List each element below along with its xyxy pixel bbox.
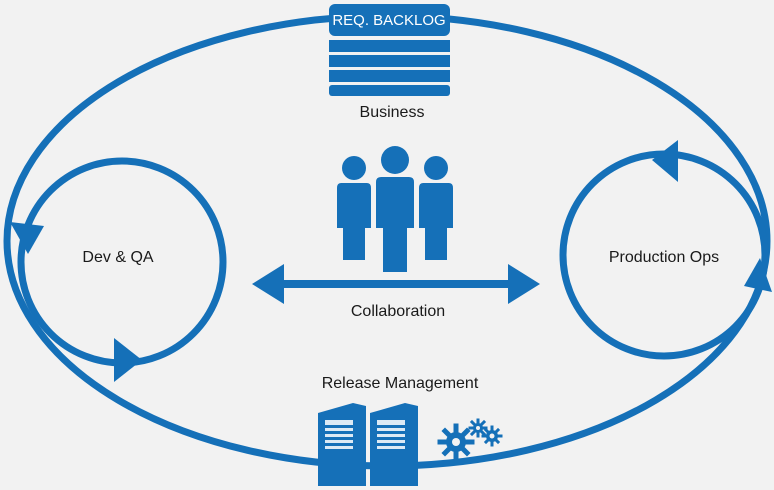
gears-icon [437, 418, 503, 461]
release-management-label: Release Management [322, 375, 479, 392]
collaboration-label: Collaboration [351, 303, 445, 320]
people-group-icon [337, 146, 453, 272]
right-cycle-arrowhead-top [652, 140, 678, 182]
server-icon [318, 403, 366, 486]
server-icon [370, 403, 418, 486]
left-cycle-arrowhead-top [10, 222, 44, 254]
business-label: Business [360, 104, 425, 121]
right-cycle [559, 140, 772, 360]
right-cycle-arrowhead-bottom [744, 258, 772, 292]
left-cycle [10, 157, 227, 382]
left-cycle-arrowhead-bottom [114, 338, 142, 382]
double-arrow-icon [252, 264, 540, 304]
production-ops-label: Production Ops [609, 249, 719, 266]
dev-qa-label: Dev & QA [82, 249, 153, 266]
backlog-stack-icon [329, 4, 450, 96]
backlog-header: REQ. BACKLOG [332, 12, 445, 29]
